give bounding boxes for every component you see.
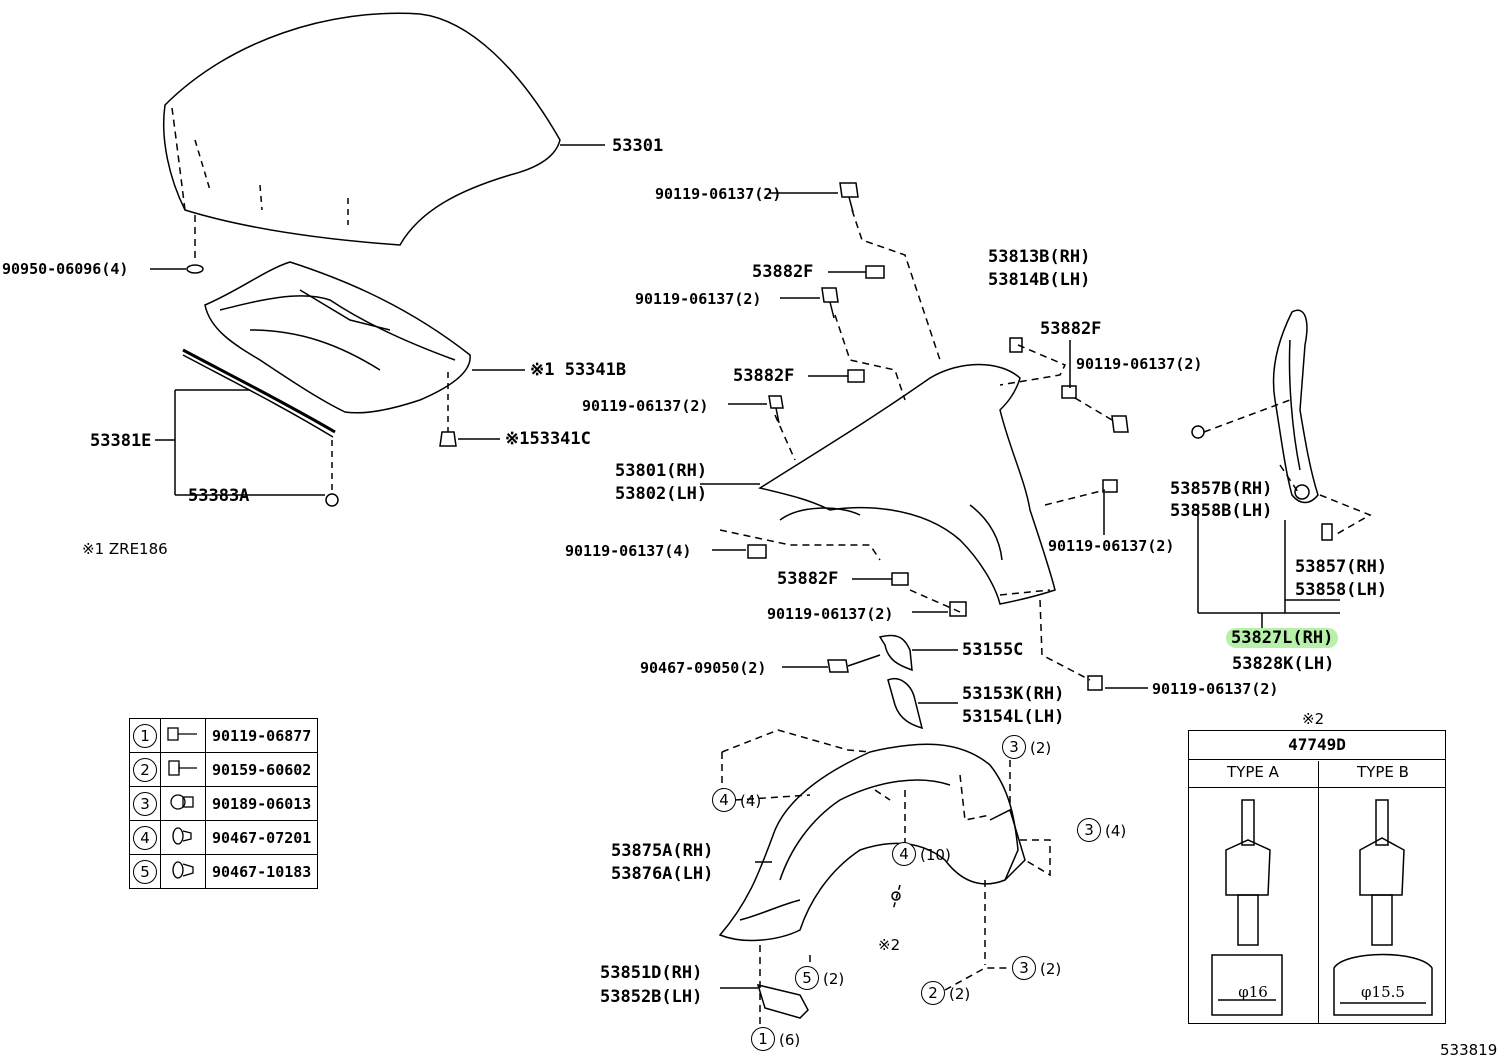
label-pad[interactable]: 53155C <box>962 640 1024 660</box>
cover-drawing <box>1272 309 1319 504</box>
legend-row[interactable]: 1 90119-06877 <box>129 718 319 753</box>
label-assy-lh[interactable]: 53828K(LH) <box>1232 654 1335 674</box>
clip-type-a-label: TYPE A <box>1227 763 1279 781</box>
clip-type-a-diameter: φ16 <box>1238 983 1268 1001</box>
clip-box-divider <box>1318 761 1319 1023</box>
flange-bolt-icon <box>160 752 206 787</box>
label-bolt-f[interactable]: 90119-06137(2) <box>1076 355 1203 373</box>
label-hood[interactable]: 53301 <box>612 136 664 156</box>
callout-qty: (4) <box>740 792 762 810</box>
label-fender-lh[interactable]: 53802(LH) <box>615 484 708 504</box>
legend-part: 90467-10183 <box>204 854 319 889</box>
label-bolt-c[interactable]: 90119-06137(2) <box>582 397 709 415</box>
callout-qty: (2) <box>823 970 845 988</box>
callout-number: 4 <box>712 788 736 812</box>
fender-drawing <box>700 363 1056 605</box>
label-bracket-c[interactable]: 53882F <box>777 569 839 589</box>
legend-row[interactable]: 4 90467-07201 <box>129 820 319 855</box>
callout-qty: (2) <box>949 985 971 1003</box>
legend-part: 90119-06877 <box>204 718 319 753</box>
bolt-icon <box>160 718 206 753</box>
label-stay-lh[interactable]: 53814B(LH) <box>988 270 1091 290</box>
legend-row[interactable]: 3 90189-06013 <box>129 786 319 821</box>
clip-type-b-diameter: φ15.5 <box>1361 983 1405 1001</box>
callout-number: 3 <box>1002 735 1026 759</box>
legend-part: 90159-60602 <box>204 752 319 787</box>
callout-number: 1 <box>751 1027 775 1051</box>
label-bolt-b[interactable]: 90119-06137(2) <box>635 290 762 308</box>
legend-number: 5 <box>133 859 157 884</box>
insulator-drawing <box>204 261 525 414</box>
legend-number: 2 <box>133 757 157 782</box>
callout-number: 3 <box>1012 956 1036 980</box>
callout-qty: (2) <box>1030 739 1052 757</box>
note-2-box-marker: ※2 <box>1302 710 1325 728</box>
label-cover-b-lh[interactable]: 53858(LH) <box>1295 580 1388 600</box>
clip-type-a-drawing <box>1211 799 1283 1016</box>
label-insulator-clip[interactable]: ※153341C <box>505 429 591 449</box>
callout-qty: (4) <box>1105 822 1127 840</box>
label-bolt-d[interactable]: 90119-06137(4) <box>565 542 692 560</box>
label-bolt-e[interactable]: 90119-06137(2) <box>767 605 894 623</box>
label-mud-rh[interactable]: 53851D(RH) <box>600 963 703 983</box>
label-stay-rh[interactable]: 53813B(RH) <box>988 247 1091 267</box>
bolt-drawings <box>747 182 1129 691</box>
note-1: ※1 ZRE186 <box>82 540 168 558</box>
nut-icon <box>160 786 206 821</box>
clip-box-title[interactable]: 47749D <box>1189 731 1445 760</box>
clip-type-b-label: TYPE B <box>1357 763 1409 781</box>
clip-icon <box>160 854 206 889</box>
label-insulator[interactable]: ※1 53341B <box>530 360 627 380</box>
label-bracket-a[interactable]: 53882F <box>752 262 814 282</box>
legend-number: 1 <box>133 723 157 748</box>
clip-detail-box: 47749D TYPE A TYPE B φ16 φ15.5 <box>1188 730 1446 1024</box>
diagram-id: 533819 <box>1440 1041 1498 1059</box>
hood-drawing <box>162 12 605 246</box>
label-fender-rh[interactable]: 53801(RH) <box>615 461 708 481</box>
label-liner-rh[interactable]: 53875A(RH) <box>611 841 714 861</box>
label-bolt-g[interactable]: 90119-06137(2) <box>1048 537 1175 555</box>
legend-part: 90189-06013 <box>204 786 319 821</box>
label-clip-a[interactable]: 90467-09050(2) <box>640 659 767 677</box>
callout-qty: (10) <box>920 846 951 864</box>
callout-qty: (2) <box>1040 960 1062 978</box>
label-bracket-b[interactable]: 53882F <box>733 366 795 386</box>
callout-qty: (6) <box>779 1031 801 1049</box>
liner-drawing <box>718 743 1026 942</box>
legend-part: 90467-07201 <box>204 820 319 855</box>
label-mud-lh[interactable]: 53852B(LH) <box>600 987 703 1007</box>
label-hood-bolt[interactable]: 90119-06137(2) <box>655 185 782 203</box>
label-bracket-d[interactable]: 53882F <box>1040 319 1102 339</box>
label-assy-rh[interactable]: 53827L(RH) <box>1226 628 1339 648</box>
label-cover-a-lh[interactable]: 53858B(LH) <box>1170 501 1273 521</box>
label-liner-lh[interactable]: 53876A(LH) <box>611 864 714 884</box>
label-seal-retainer[interactable]: 53383A <box>188 486 250 506</box>
label-cover-b-rh[interactable]: 53857(RH) <box>1295 557 1388 577</box>
clip-type-b-drawing <box>1333 799 1433 1016</box>
clip-types-row <box>1189 761 1445 788</box>
legend-row[interactable]: 2 90159-60602 <box>129 752 319 787</box>
label-seal-lh[interactable]: 53154L(LH) <box>962 707 1065 727</box>
callout-number: 5 <box>795 966 819 990</box>
label-cover-a-rh[interactable]: 53857B(RH) <box>1170 479 1273 499</box>
legend-number: 3 <box>133 791 157 816</box>
fastener-legend: 1 90119-06877 2 90159-60602 3 90189-0601… <box>129 718 319 889</box>
label-seal-rh[interactable]: 53153K(RH) <box>962 684 1065 704</box>
callout-number: 3 <box>1077 818 1101 842</box>
label-bolt-h[interactable]: 90119-06137(2) <box>1152 680 1279 698</box>
callout-number: 4 <box>892 842 916 866</box>
note-2-marker: ※2 <box>878 936 901 954</box>
label-seal[interactable]: 53381E <box>90 431 152 451</box>
callout-number: 2 <box>921 981 945 1005</box>
label-hood-grommet[interactable]: 90950-06096(4) <box>2 260 129 278</box>
legend-row[interactable]: 5 90467-10183 <box>129 854 319 889</box>
clip-icon <box>160 820 206 855</box>
legend-number: 4 <box>133 825 157 850</box>
